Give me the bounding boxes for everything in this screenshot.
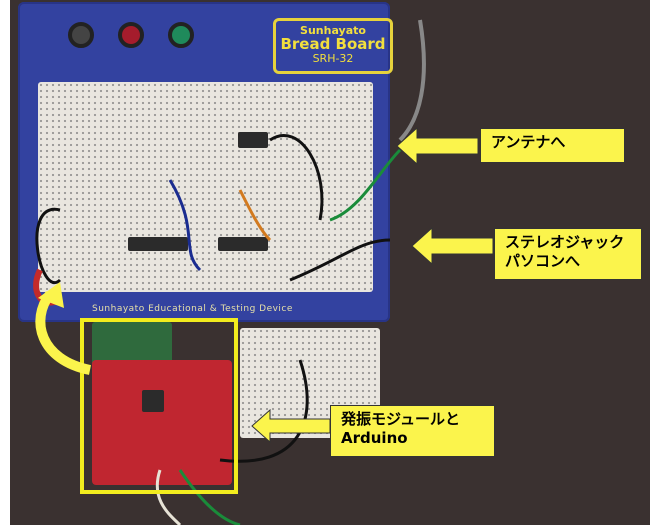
microcontroller-chip [142, 390, 164, 412]
callout-antenna-text: アンテナへ [491, 133, 566, 151]
callout-module: 発振モジュールと Arduino [330, 405, 495, 457]
left-margin [0, 0, 10, 525]
right-margin [650, 0, 660, 525]
callout-stereo-jack: ステレオジャック パソコンへ [494, 228, 642, 280]
binding-post-red [118, 22, 144, 48]
callout-module-line1: 発振モジュールと [341, 410, 460, 428]
ic-chip [128, 237, 188, 251]
module-highlight-box [80, 318, 238, 494]
callout-antenna: アンテナへ [480, 128, 625, 163]
brand-maker: Sunhayato [300, 24, 366, 37]
brand-plate: Sunhayato Bread Board SRH-32 [273, 18, 393, 74]
breadboard-main [38, 82, 373, 292]
arrow-left-icon [251, 408, 331, 444]
ic-chip [238, 132, 268, 148]
arduino-board [92, 360, 232, 485]
binding-post-black [68, 22, 94, 48]
breadboard-stripe: Sunhayato Educational & Testing Device [92, 304, 293, 314]
callout-jack-line1: ステレオジャック [505, 233, 625, 251]
brand-model: SRH-32 [312, 52, 354, 65]
callout-module-line2: Arduino [341, 429, 408, 447]
callout-jack-line2: パソコンへ [505, 252, 581, 270]
curved-arrow-icon [35, 282, 92, 375]
binding-post-green [168, 22, 194, 48]
ic-chip [218, 237, 268, 251]
oscillator-module [92, 322, 172, 367]
arrow-left-icon [411, 226, 494, 266]
brand-name: Bread Board [280, 35, 386, 53]
arrow-left-icon [396, 126, 479, 166]
